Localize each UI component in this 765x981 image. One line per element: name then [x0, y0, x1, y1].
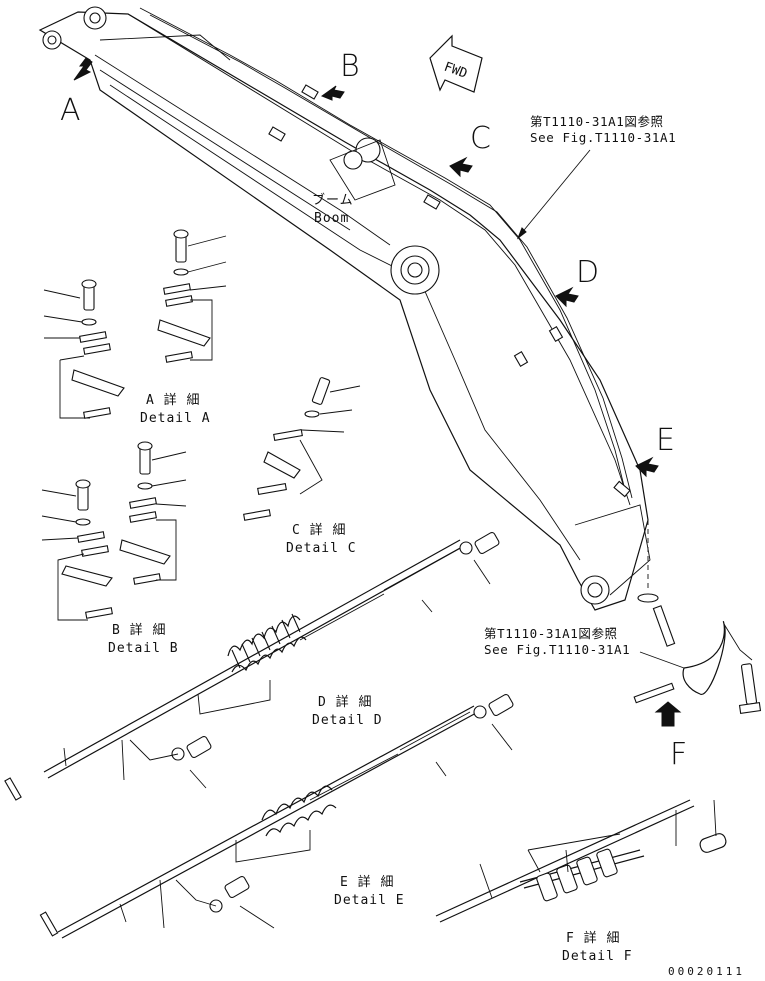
callout-d: D — [576, 255, 599, 290]
detail-d-label-jp: D 詳 細 — [318, 694, 372, 710]
fwd-arrow-icon: FWD — [429, 34, 483, 93]
drawing-code: 00020111 — [668, 965, 745, 978]
detail-b-label-en: Detail B — [108, 641, 179, 656]
detail-a-label-en: Detail A — [140, 411, 211, 426]
detail-b-label-jp: B 詳 細 — [112, 622, 166, 638]
detail-c-group: C 詳 細 Detail C — [243, 377, 361, 556]
detail-e-group: E 詳 細 Detail E — [39, 693, 514, 939]
detail-e-label-jp: E 詳 細 — [340, 874, 394, 890]
boom-assembly — [38, 6, 651, 611]
detail-d-label-en: Detail D — [312, 713, 383, 728]
arrow-icon — [73, 57, 682, 727]
callout-e: E — [656, 423, 675, 458]
detail-f-label-jp: F 詳 細 — [566, 930, 620, 946]
detail-f-group: F 詳 細 Detail F — [435, 593, 762, 964]
boom-label-en: Boom — [314, 211, 349, 226]
detail-c-label-jp: C 詳 細 — [292, 522, 346, 538]
detail-a-group: A 詳 細 Detail A — [43, 229, 227, 426]
reference-2-en: See Fig.T1110-31A1 — [484, 642, 630, 657]
detail-b-group: B 詳 細 Detail B — [41, 441, 187, 656]
detail-d-group: D 詳 細 Detail D — [4, 531, 500, 801]
clamp-icon — [83, 343, 111, 355]
detail-e-label-en: Detail E — [334, 893, 405, 908]
fwd-label: FWD — [442, 60, 469, 82]
callout-c: C — [470, 121, 491, 156]
detail-c-label-en: Detail C — [286, 541, 357, 556]
boom-label-jp: ブーム — [312, 192, 354, 208]
callout-a: A — [60, 93, 81, 128]
callout-f: F — [670, 737, 687, 772]
detail-f-label-en: Detail F — [562, 949, 633, 964]
detail-a-label-jp: A 詳 細 — [146, 392, 200, 408]
reference-2-jp: 第T1110-31A1図参照 — [484, 626, 618, 641]
reference-1-jp: 第T1110-31A1図参照 — [530, 114, 664, 129]
hose-icon — [227, 613, 307, 673]
callout-b: B — [340, 49, 360, 84]
washer-icon — [81, 318, 97, 326]
reference-1-en: See Fig.T1110-31A1 — [530, 130, 676, 145]
